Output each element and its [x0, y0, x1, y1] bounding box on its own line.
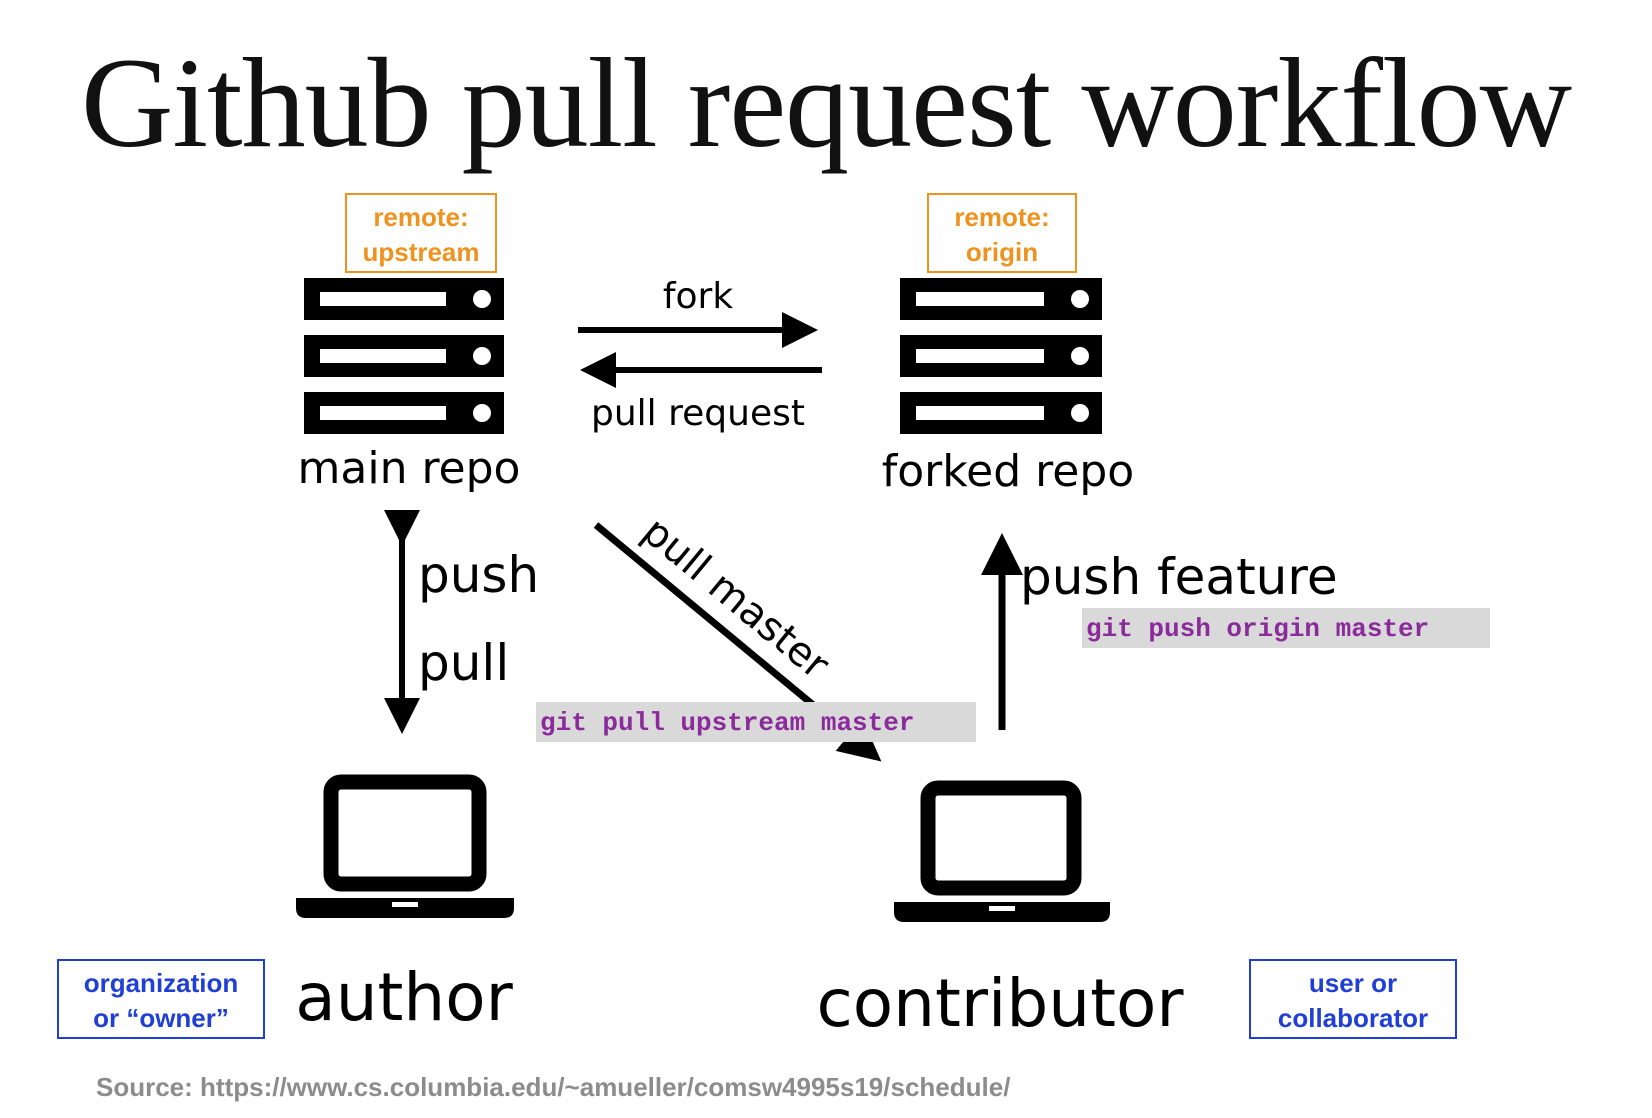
role-collab-line2: collaborator — [1278, 1003, 1428, 1033]
fork-label: fork — [663, 276, 734, 317]
forked-repo-label: forked repo — [882, 446, 1134, 497]
pull-request-label: pull request — [591, 393, 805, 434]
main-repo: remote: upstream main repo — [298, 193, 521, 494]
git-pull-upstream-text: git pull upstream master — [540, 708, 914, 738]
git-pull-upstream-command: git pull upstream master — [536, 702, 976, 742]
pull-master-label: pull master — [634, 508, 838, 688]
contributor-label: contributor — [817, 965, 1185, 1042]
push-label: push — [418, 546, 539, 604]
user-collaborator-badge: user or collaborator — [1249, 959, 1457, 1039]
diagram-title: Github pull request workflow — [81, 32, 1572, 174]
role-collab-line1: user or — [1309, 968, 1397, 998]
remote-upstream-line1: remote: — [373, 202, 468, 232]
author: author organization or “owner” — [57, 774, 514, 1039]
remote-upstream-badge: remote: upstream — [345, 193, 497, 273]
server-icon — [900, 278, 1102, 434]
fork-arrow: fork — [578, 276, 818, 348]
forked-repo: remote: origin forked repo — [882, 193, 1134, 497]
laptop-icon — [296, 774, 514, 918]
contributor: contributor user or collaborator — [817, 780, 1457, 1042]
remote-origin-line1: remote: — [954, 202, 1049, 232]
push-pull-arrow: push pull — [384, 510, 539, 734]
author-label: author — [295, 959, 513, 1036]
remote-origin-line2: origin — [966, 237, 1038, 267]
pull-label: pull — [418, 634, 509, 692]
laptop-icon — [894, 780, 1110, 922]
push-feature-arrow: push feature — [981, 533, 1338, 730]
source-citation: Source: https://www.cs.columbia.edu/~amu… — [96, 1072, 1011, 1102]
main-repo-label: main repo — [298, 443, 521, 494]
organization-owner-badge: organization or “owner” — [57, 959, 265, 1039]
remote-upstream-line2: upstream — [362, 237, 479, 267]
role-owner-line1: organization — [84, 968, 239, 998]
git-push-origin-command: git push origin master — [1082, 608, 1490, 648]
push-feature-label: push feature — [1020, 548, 1338, 606]
remote-origin-badge: remote: origin — [927, 193, 1077, 273]
git-push-origin-text: git push origin master — [1086, 614, 1429, 644]
server-icon — [304, 278, 504, 434]
role-owner-line2: or “owner” — [93, 1003, 229, 1033]
pull-request-arrow: pull request — [580, 352, 822, 434]
